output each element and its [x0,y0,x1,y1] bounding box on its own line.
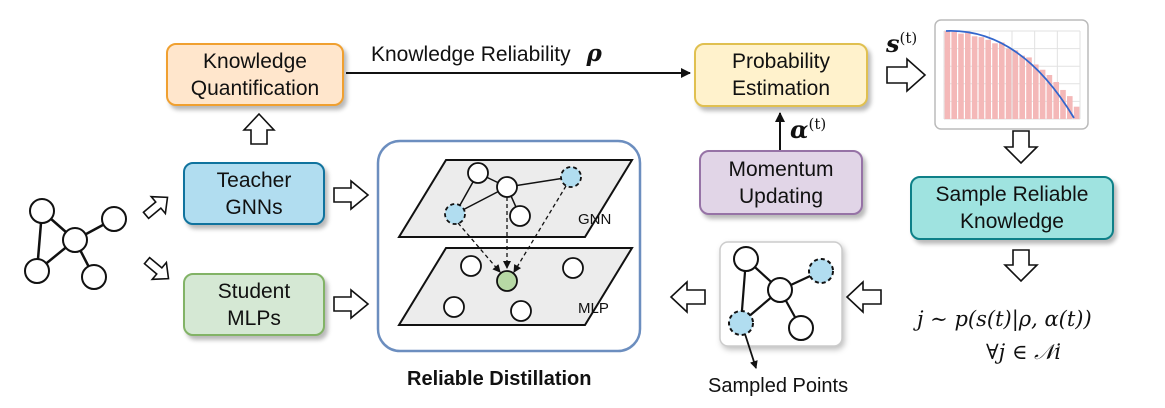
sampled-graph-node [788,315,814,341]
hollow-arrow-sampled-to-distill [669,280,706,314]
hollow-arrow-up [242,112,276,145]
sample-reliable-knowledge-line1: Sample Reliable [935,183,1089,206]
mlp-target-node [496,270,518,292]
graph-node [24,258,50,284]
sampled-graph-node [767,277,793,303]
gnn-node [467,162,489,184]
s-symbol: s [886,29,900,58]
histogram-bar [999,42,1005,119]
hollow-arrow-down-from-sample [1003,249,1039,283]
momentum-updating-line2: Updating [738,184,824,208]
hollow-arrow-student-to-distill [333,288,370,320]
knowledge-reliability-text: Knowledge Reliability [371,43,571,66]
histogram-bar [1026,57,1032,119]
mlp-node [562,257,584,279]
gnn-node [509,205,531,227]
knowledge-reliability-label: Knowledge Reliability ρ [371,40,602,67]
sampled-points-panel [719,241,843,369]
histogram-bar [1073,106,1080,119]
histogram-bar [958,33,964,119]
mlp-node [460,255,482,277]
histogram-fit-curve [945,30,1075,119]
alpha-t-label: α(t) [790,115,826,144]
hollow-arrow-to-teacher [142,195,169,220]
histogram-bar [1046,75,1053,119]
gnn-plane-label: GNN [578,211,612,228]
s-superscript: (t) [899,29,918,47]
histogram-bar [992,43,998,119]
histogram-panel [934,19,1089,130]
sample-reliable-knowledge-line2: Knowledge [960,210,1064,233]
alpha-symbol: α [790,115,809,144]
histogram-bar [978,37,985,119]
histogram-bar [1005,48,1012,119]
histogram-bar [1039,69,1046,119]
teacher-gnns-line1: Teacher [216,168,292,192]
gnn-node-sampled [444,203,466,225]
histogram-bar [965,32,971,120]
mlp-plane [397,247,634,326]
graph-node [81,264,107,290]
reliable-distillation-title: Reliable Distillation [407,368,592,390]
histogram-bar [951,31,957,120]
graph-node [29,198,55,224]
s-t-label: s(t) [886,29,917,58]
histogram-bar [1053,82,1059,119]
distill-dashed-arrow [457,222,501,273]
sampling-formula-line2: ∀j ∈ 𝒩i [986,340,1061,364]
sampled-graph-node-highlighted [728,310,754,336]
mlp-node [443,296,465,318]
sampled-graph-node [733,246,759,272]
histogram-bar [1060,89,1066,119]
student-mlps-line1: Student [217,279,291,303]
mlp-node [510,300,532,322]
gnn-plane [397,159,634,238]
hollow-arrow-down-from-histogram [1003,130,1039,165]
hollow-arrow-formula-to-sampled [845,280,882,314]
momentum-updating-line1: Momentum [728,157,834,181]
histogram-bar [944,31,951,119]
knowledge-quantification-line1: Knowledge [203,49,307,73]
hollow-arrow-to-student [143,256,170,281]
rho-symbol: ρ [586,40,602,67]
histogram-bar [985,39,991,119]
histogram-bar [971,36,978,119]
sampled-points-label: Sampled Points [708,375,849,397]
graph-node [62,227,88,253]
probability-estimation-line1: Probability [731,50,831,73]
probability-estimation-line2: Estimation [731,77,831,100]
graph-node [101,206,127,232]
student-mlps-line2: MLPs [227,306,281,330]
sampling-formula-line1: j ∼ p(s(t)|ρ, α(t)) [917,307,1092,331]
knowledge-quantification-line2: Quantification [190,76,320,100]
input-graph [24,198,127,290]
sampled-points-pointer [744,333,758,369]
histogram-bar [1067,96,1073,119]
mlp-plane-label: MLP [578,300,609,317]
histogram-bar [1019,55,1025,119]
gnn-node [496,176,518,198]
teacher-gnns-line2: GNNs [225,195,283,219]
histogram-bar [1033,64,1039,119]
alpha-superscript: (t) [808,115,827,133]
gnn-node-sampled [560,166,582,188]
histogram-bar [1012,50,1019,119]
sampled-graph-node-highlighted [808,258,834,284]
hollow-arrow-to-histogram [886,57,927,93]
distill-dashed-arrow [513,185,567,273]
hollow-arrow-teacher-to-distill [333,179,370,211]
